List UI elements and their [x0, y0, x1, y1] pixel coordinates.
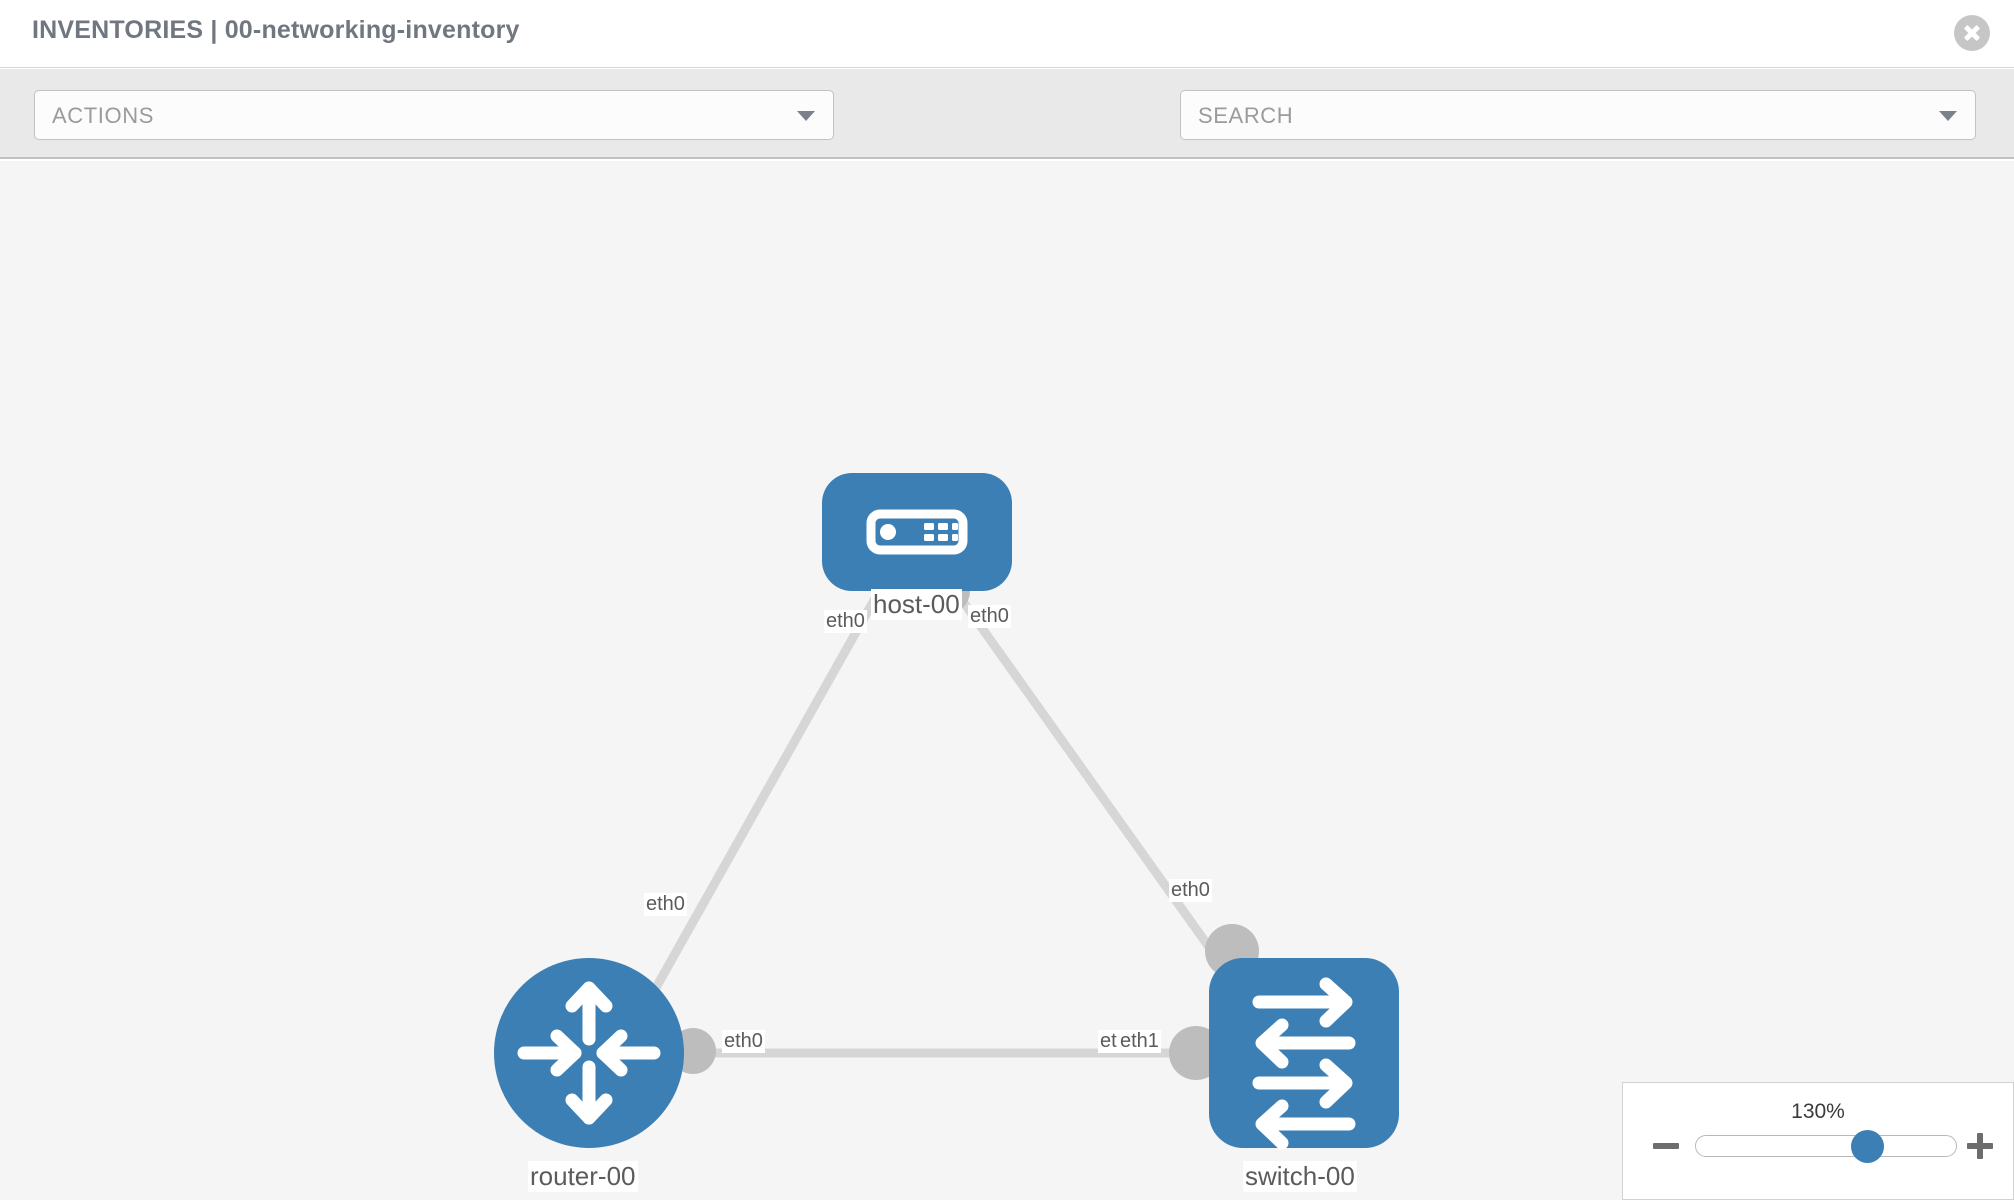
interface-label: eth0 [824, 610, 867, 633]
plus-icon[interactable] [1965, 1131, 1995, 1161]
node-label-switch-00: switch-00 [1243, 1161, 1357, 1192]
topology-graph [494, 473, 1399, 1150]
interface-label: eth0 [644, 893, 687, 916]
actions-dropdown[interactable]: ACTIONS [34, 90, 834, 140]
page-header: INVENTORIES | 00-networking-inventory [0, 0, 2014, 68]
interface-label: eth0 [968, 605, 1011, 628]
chevron-down-icon [1939, 111, 1957, 121]
node-router-00 [494, 958, 684, 1148]
server-appliance-icon [866, 509, 968, 555]
link-host00-router00 [636, 583, 886, 1019]
interface-label: eth1 [1118, 1030, 1161, 1053]
zoom-slider-track[interactable] [1695, 1135, 1957, 1157]
node-switch-00 [1209, 958, 1399, 1150]
interface-label: eth0 [1169, 879, 1212, 902]
zoom-control-panel: 130% [1622, 1082, 2014, 1200]
page-title: INVENTORIES | 00-networking-inventory [32, 16, 520, 44]
close-icon[interactable] [1954, 15, 1990, 51]
chevron-down-icon [797, 111, 815, 121]
actions-dropdown-label: ACTIONS [52, 103, 154, 128]
switch-arrows-icon [1252, 977, 1356, 1150]
node-host-00 [822, 473, 1012, 591]
search-input[interactable]: SEARCH [1180, 90, 1976, 140]
interface-label: eth0 [722, 1030, 765, 1053]
node-label-router-00: router-00 [528, 1161, 638, 1192]
zoom-percent-value: 130% [1791, 1100, 1845, 1123]
toolbar: ACTIONS SEARCH [0, 69, 2014, 198]
router-arrows-icon [517, 981, 661, 1125]
zoom-slider-thumb[interactable] [1851, 1130, 1884, 1163]
search-placeholder: SEARCH [1198, 103, 1294, 128]
topology-connectors [670, 568, 1259, 1080]
minus-icon[interactable] [1651, 1131, 1681, 1161]
link-host00-switch00 [948, 583, 1250, 1002]
topology-links [636, 583, 1250, 1058]
topology-canvas[interactable]: host-00 router-00 switch-00 eth0 eth0 et… [0, 161, 2014, 1200]
node-label-host-00: host-00 [871, 589, 962, 620]
